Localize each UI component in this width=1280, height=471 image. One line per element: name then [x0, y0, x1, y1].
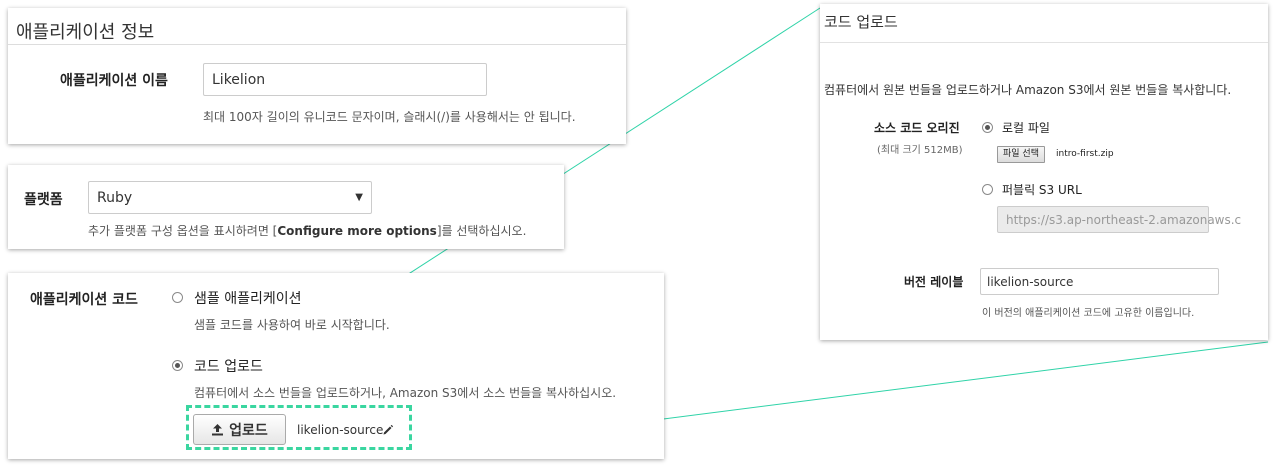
version-label: 버전 레이블	[904, 275, 964, 289]
version-label-help: 이 버전의 애플리케이션 코드에 고유한 이름입니다.	[982, 308, 1195, 319]
upload-dialog-title: 코드 업로드	[824, 13, 898, 31]
s3-url-input[interactable]: https://s3.ap-northeast-2.amazonaws.c	[997, 206, 1241, 233]
platform-help-bold: Configure more options	[277, 224, 437, 238]
app-info-divider	[8, 44, 626, 45]
chevron-down-icon: ▼	[355, 192, 363, 203]
platform-help-prefix: 추가 플랫폼 구성 옵션을 표시하려면 [	[88, 224, 278, 238]
app-code-panel: 애플리케이션 코드 샘플 애플리케이션 샘플 코드를 사용하여 바로 시작합니다…	[8, 273, 664, 459]
app-name-input[interactable]: Likelion	[203, 63, 487, 96]
source-origin-label: 소스 코드 오리진	[874, 121, 960, 135]
platform-select-value: Ruby	[97, 189, 133, 206]
app-name-help: 최대 100자 길이의 유니코드 문자이며, 슬래시(/)를 사용해서는 안 됩…	[203, 110, 576, 124]
upload-button-label: 업로드	[229, 422, 268, 439]
code-upload-dialog: 코드 업로드 컴퓨터에서 원본 번들을 업로드하거나 Amazon S3에서 원…	[820, 4, 1268, 340]
upload-button[interactable]: 업로드	[193, 414, 286, 445]
file-name-text: intro-first.zip	[1056, 149, 1114, 159]
version-label-input[interactable]: likelion-source	[980, 268, 1219, 295]
pencil-icon[interactable]	[382, 424, 394, 436]
platform-panel: 플랫폼 Ruby ▼ 추가 플랫폼 구성 옵션을 표시하려면 [Configur…	[8, 165, 564, 249]
version-name-text: likelion-source	[297, 423, 384, 437]
sample-app-label: 샘플 애플리케이션	[194, 291, 302, 307]
radio-sample-app[interactable]	[172, 292, 183, 303]
platform-help: 추가 플랫폼 구성 옵션을 표시하려면 [Configure more opti…	[88, 222, 526, 239]
upload-highlight-box	[186, 405, 412, 450]
file-choose-button[interactable]: 파일 선택	[997, 146, 1045, 163]
upload-code-label: 코드 업로드	[194, 359, 263, 375]
s3-url-value: https://s3.ap-northeast-2.amazonaws.c	[1006, 212, 1242, 227]
upload-dialog-divider	[820, 42, 1268, 43]
platform-help-suffix: ]를 선택하십시오.	[436, 224, 527, 238]
upload-icon	[212, 424, 224, 436]
platform-label: 플랫폼	[24, 192, 63, 208]
source-origin-sub: (최대 크기 512MB)	[877, 145, 963, 156]
public-s3-label: 퍼블릭 S3 URL	[1002, 183, 1082, 197]
app-code-label: 애플리케이션 코드	[30, 292, 138, 308]
sample-app-help: 샘플 코드를 사용하여 바로 시작합니다.	[194, 318, 390, 332]
radio-upload-code[interactable]	[172, 360, 183, 371]
local-file-label: 로컬 파일	[1002, 121, 1050, 135]
app-info-panel: 애플리케이션 정보 애플리케이션 이름 Likelion 최대 100자 길이의…	[8, 8, 626, 144]
platform-select[interactable]: Ruby ▼	[88, 181, 372, 214]
radio-public-s3[interactable]	[982, 184, 993, 195]
app-info-title: 애플리케이션 정보	[16, 22, 155, 43]
radio-local-file[interactable]	[982, 122, 993, 133]
upload-dialog-intro: 컴퓨터에서 원본 번들을 업로드하거나 Amazon S3에서 원본 번들을 복…	[824, 83, 1232, 97]
app-name-label: 애플리케이션 이름	[60, 73, 168, 89]
upload-code-help: 컴퓨터에서 소스 번들을 업로드하거나, Amazon S3에서 소스 번들을 …	[194, 386, 617, 400]
